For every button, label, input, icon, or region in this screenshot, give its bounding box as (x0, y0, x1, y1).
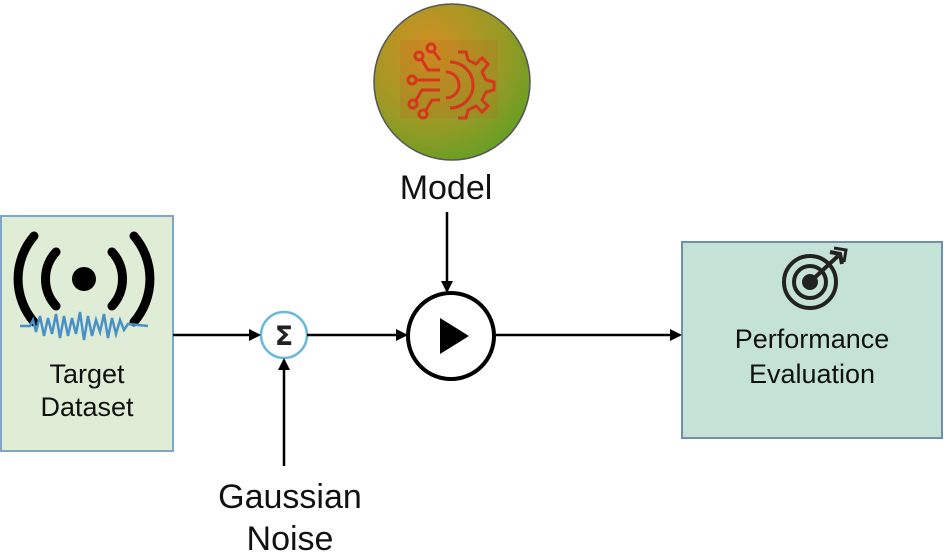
performance-evaluation-label: Performance Evaluation (734, 324, 890, 389)
ai-brain-gear-icon (400, 40, 498, 120)
play-icon (440, 318, 469, 354)
target-arrow-icon (782, 246, 848, 310)
sigma-icon: Σ (275, 321, 293, 352)
target-dataset-node (0, 215, 174, 452)
target-dataset-label: Target Dataset (40, 359, 134, 422)
performance-evaluation-node (681, 241, 943, 439)
model-label: Model (399, 169, 493, 207)
gaussian-noise-label: Gaussian Noise (218, 478, 362, 558)
play-node (406, 291, 496, 381)
radio-wave-icon (13, 231, 155, 341)
model-node (373, 3, 531, 161)
